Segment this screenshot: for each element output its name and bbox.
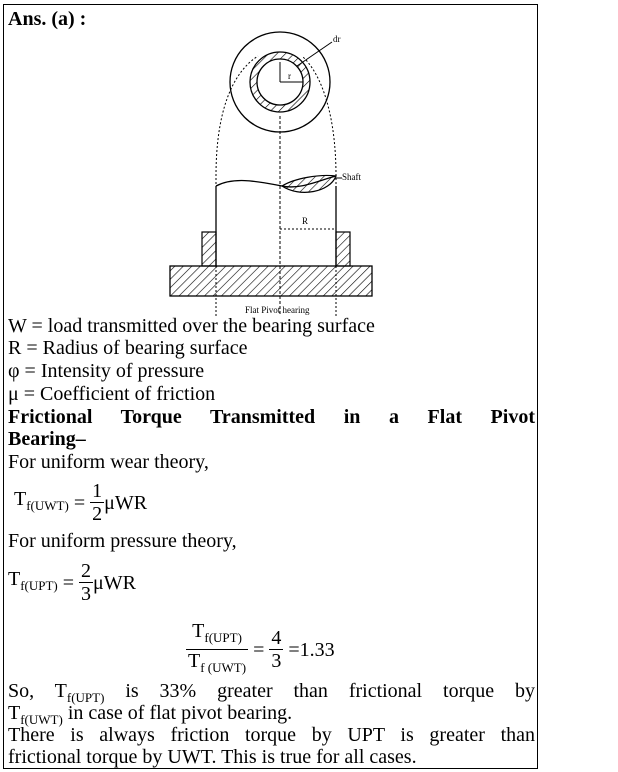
conclusion-line1: So, Tf(UPT) is 33% greater than friction… [8, 680, 535, 705]
flat-pivot-bearing-figure: r dr Shaft R Flat Pivot hearing [169, 31, 373, 316]
conclusion-line2: Tf(UWT) in case of flat pivot bearing. [8, 702, 293, 727]
uwt-intro: For uniform wear theory, [8, 451, 209, 473]
section-heading-cont: Bearing– [8, 428, 86, 450]
definition-phi: φ = Intensity of pressure [8, 360, 205, 382]
label-R: R [302, 216, 308, 226]
final-statement-line1: There is always friction torque by UPT i… [8, 724, 535, 746]
definition-r: R = Radius of bearing surface [8, 337, 248, 359]
answer-box [3, 4, 538, 769]
definition-mu: μ = Coefficient of friction [8, 383, 216, 405]
final-statement-line2: frictional torque by UWT. This is true f… [8, 746, 417, 768]
answer-label: Ans. (a) : [8, 8, 87, 30]
label-dr: dr [333, 34, 341, 44]
definition-w: W = load transmitted over the bearing su… [8, 315, 375, 337]
figure-caption: Flat Pivot hearing [245, 305, 310, 315]
section-heading: Frictional Torque Transmitted in a Flat … [8, 406, 535, 428]
upt-intro: For uniform pressure theory, [8, 530, 237, 552]
label-shaft: Shaft [342, 172, 361, 182]
label-r: r [288, 71, 291, 81]
